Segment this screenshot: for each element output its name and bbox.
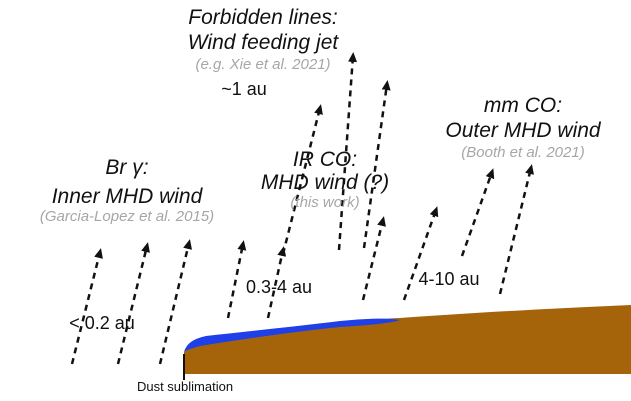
ir-co-citation: (this work) xyxy=(290,194,360,211)
outer-wind-arrow-1 xyxy=(402,206,439,301)
ir-co-distance: 0.3-4 au xyxy=(245,277,313,297)
wind-feeding-jet-title: Wind feeding jet xyxy=(187,31,339,54)
jet-wind-arrow-3 xyxy=(362,80,391,249)
outer-wind-arrow-3 xyxy=(498,164,534,295)
ir-co-wind-arrow-2 xyxy=(266,246,287,319)
br-gamma-citation: (Garcia-Lopez et al. 2015) xyxy=(39,208,215,225)
br-gamma-distance: < 0.2 au xyxy=(69,313,135,333)
ir-co-title: IR CO: xyxy=(292,148,358,171)
jet-wind-arrow-1 xyxy=(281,104,323,255)
br-gamma-wind-arrow-2 xyxy=(116,242,150,365)
ir-co-wind-arrow-3 xyxy=(361,216,386,301)
br-gamma-wind-arrow-3 xyxy=(158,239,192,365)
forbidden-lines-distance: ~1 au xyxy=(221,79,267,99)
co-emitting-layer xyxy=(184,318,400,352)
outer-wind-arrow-2 xyxy=(460,168,495,257)
disk-shape xyxy=(184,305,631,374)
forbidden-lines-title: Forbidden lines: xyxy=(188,6,338,29)
dust-sublimation-label: Dust sublimation xyxy=(136,379,234,394)
mm-co-title: mm CO: xyxy=(483,94,563,117)
outer-mhd-wind-title: Outer MHD wind xyxy=(445,119,601,142)
mm-co-distance: 4-10 au xyxy=(418,269,480,289)
mm-co-citation: (Booth et al. 2021) xyxy=(461,144,585,161)
br-gamma-wind-arrow-1 xyxy=(70,248,103,365)
forbidden-lines-citation: (e.g. Xie et al. 2021) xyxy=(195,56,331,73)
ir-co-wind-arrow-1 xyxy=(226,240,247,319)
ir-co-mhd-wind-title: MHD wind (?) xyxy=(260,171,390,194)
br-gamma-title: Br γ: xyxy=(105,156,149,179)
inner-mhd-wind-title: Inner MHD wind xyxy=(51,185,203,208)
